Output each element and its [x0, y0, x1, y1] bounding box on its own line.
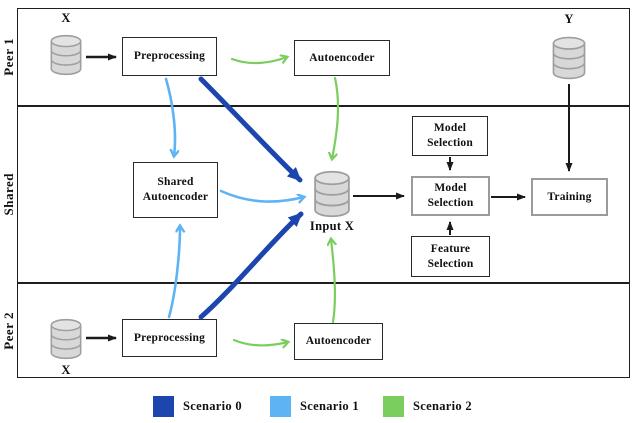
- legend-label-scenario0: Scenario 0: [183, 399, 242, 413]
- legend-item-scenario1: Scenario 1: [270, 396, 359, 417]
- node-autoencoder-peer2: Autoencoder: [294, 323, 383, 360]
- node-model-selection: Model Selection: [411, 176, 490, 216]
- database-input-x-icon: [312, 170, 352, 223]
- lane-label-peer1: Peer 1: [0, 38, 16, 76]
- scenario1-swatch-icon: [270, 396, 291, 417]
- legend-label-scenario1: Scenario 1: [300, 399, 359, 413]
- node-training: Training: [531, 178, 608, 216]
- node-shared-autoencoder: Shared Autoencoder: [133, 162, 218, 218]
- node-feature-selection: Feature Selection: [411, 236, 490, 277]
- label-x-peer2: X: [61, 363, 71, 377]
- label-x-peer1: X: [61, 11, 71, 25]
- legend: Scenario 0 Scenario 1 Scenario 2: [0, 396, 640, 422]
- lane-label-shared: Shared: [0, 173, 16, 216]
- database-y-icon: [551, 34, 587, 87]
- label-y: Y: [564, 12, 574, 26]
- legend-item-scenario0: Scenario 0: [153, 396, 242, 417]
- database-x-peer2-icon: [49, 316, 83, 367]
- scenario0-swatch-icon: [153, 396, 174, 417]
- lane-label-peer2: Peer 2: [0, 311, 16, 350]
- legend-item-scenario2: Scenario 2: [383, 396, 472, 417]
- database-x-peer1-icon: [49, 32, 83, 83]
- node-autoencoder-peer1: Autoencoder: [294, 40, 390, 76]
- label-input-x: Input X: [309, 219, 355, 233]
- node-model-selection-top: Model Selection: [412, 116, 488, 156]
- scenario2-swatch-icon: [383, 396, 404, 417]
- legend-label-scenario2: Scenario 2: [413, 399, 472, 413]
- node-preprocessing-peer1: Preprocessing: [122, 37, 217, 76]
- node-preprocessing-peer2: Preprocessing: [122, 319, 217, 357]
